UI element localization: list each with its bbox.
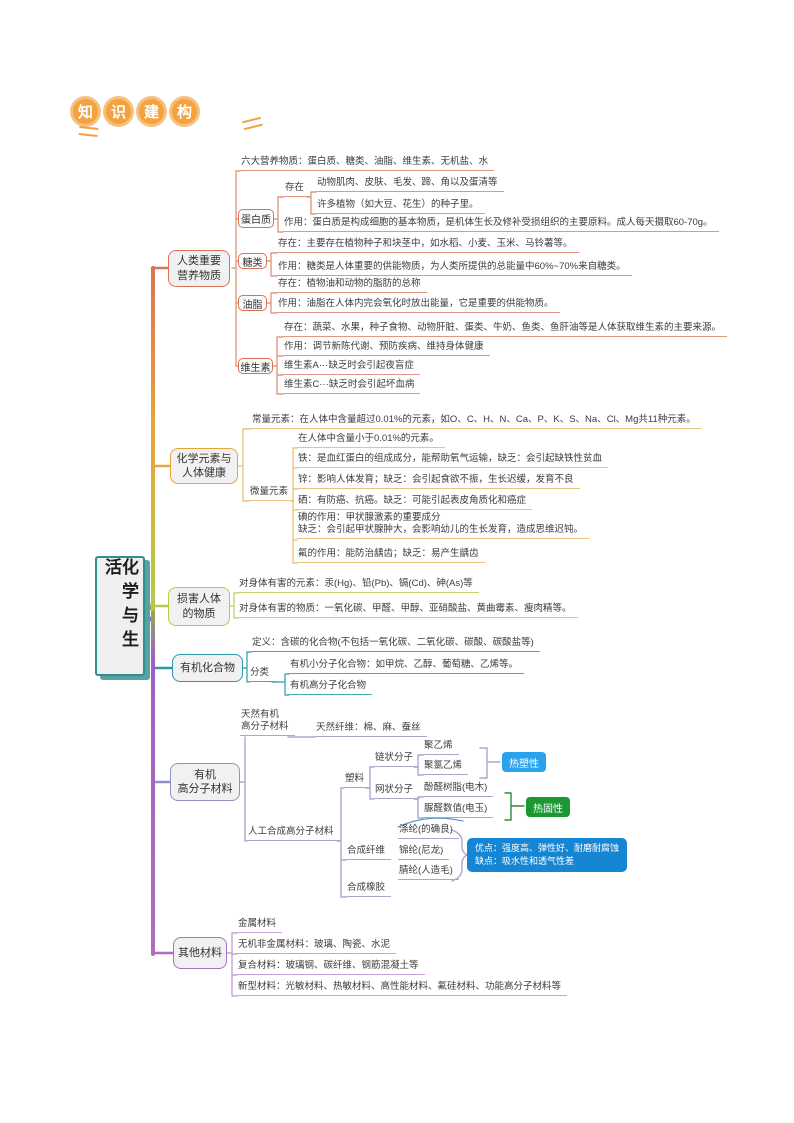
leaf-six-nutrients: 六大营养物质：蛋白质、糖类、油脂、维生素、无机盐、水 [240,156,495,171]
label-synthetic-fiber: 合成纤维 [346,845,392,860]
badge-decoration [78,126,99,137]
branch-node-elements-health: 化学元素与 人体健康 [170,448,238,484]
label-chain-molecule: 链状分子 [374,752,420,767]
branch-label-line: 的物质 [182,607,216,620]
label-natural-line2: 高分子材料 [241,721,289,732]
branch-label-line: 高分子材料 [177,783,233,795]
leaf-polyethylene: 聚乙烯 [423,740,459,755]
branch-node-harmful-substances: 损害人体 的物质 [168,587,230,626]
leaf-micro-definition: 在人体中含量小于0.01%的元素。 [297,433,445,448]
leaf-fat-exist: 存在：植物油和动物的脂肪的总称 [277,278,427,293]
branch-node-other-materials: 其他材料 [173,937,227,969]
label-synthetic-rubber: 合成橡胶 [346,882,392,897]
label-synthetic-polymer: 人工合成高分子材料 [247,826,340,841]
leaf-iodine-line1: 碘的作用：甲状腺激素的重要成分 [298,512,441,523]
leaf-organic-definition: 定义：含碳的化合物(不包括一氧化碳、二氧化碳、碳酸、碳酸盐等) [251,637,540,652]
leaf-small-molecule: 有机小分子化合物：如甲烷、乙醇、葡萄糖、乙烯等。 [289,659,525,674]
root-node-chemistry-and-life: 化学与生活 [95,556,145,676]
leaf-metal-materials: 金属材料 [237,918,283,933]
leaf-vitamin-exist: 存在：蔬菜、水果，种子食物、动物肝脏、蛋类、牛奶、鱼类、鱼肝油等是人体获取维生素… [283,322,728,337]
branch-label-line: 有机化合物 [180,661,235,674]
leaf-acrylic: 腈纶(人造毛) [398,865,459,880]
leaf-vitamin-a: 维生素A···缺乏时会引起夜盲症 [283,360,420,375]
header-badge-circle: 知 [70,96,101,127]
fiber-cons: 缺点：吸水性和透气性差 [475,856,575,867]
badge-thermoplastic: 热塑性 [502,752,546,772]
leaf-selenium: 硒：有防癌、抗癌。缺乏：可能引起表皮角质化和癌症 [297,495,533,510]
leaf-protein-exist-animal: 动物肌肉、皮肤、毛发、蹄、角以及蛋清等 [316,177,504,192]
infobox-fiber-pros-cons: 优点：强度高、弹性好、耐磨耐腐蚀 缺点：吸水性和透气性差 [467,838,628,873]
leaf-natural-fiber: 天然纤维：棉、麻、蚕丝 [315,722,427,737]
leaf-protein-role: 作用：蛋白质是构成细胞的基本物质，是机体生长及修补受损组织的主要原料。成人每天摄… [283,217,719,232]
branch-node-nutrients: 人类重要 营养物质 [168,250,230,287]
subtopic-label: 蛋白质 [241,215,271,226]
leaf-urea-resin: 脲醛数值(电玉) [423,803,494,818]
leaf-harmful-substances: 对身体有害的物质：一氧化碳、甲醛、甲醇、亚硝酸盐、黄曲霉素、瘦肉精等。 [238,603,578,618]
header-badge-circle: 构 [169,96,200,127]
leaf-iodine-line2: 缺乏：会引起甲状腺肿大，会影响幼儿的生长发育，造成思维迟钝。 [298,524,584,535]
fiber-pros: 优点：强度高、弹性好、耐磨耐腐蚀 [475,843,620,853]
leaf-sugar-exist: 存在：主要存在植物种子和块茎中，如水稻、小麦、玉米、马铃薯等。 [277,238,579,253]
branch-label-line: 营养物质 [177,269,221,282]
label-plastic: 塑料 [344,773,371,788]
branch-label-line: 化学元素与 [176,452,232,465]
label-natural-line1: 天然有机 [241,709,280,720]
branch-label-line: 有机 [194,768,216,781]
header-badge-circle: 识 [103,96,134,127]
subtopic-label: 糖类 [242,257,263,269]
leaf-sugar-role: 作用：糖类是人体重要的供能物质，为人类所提供的总能量中60%~70%来自糖类。 [277,261,632,276]
leaf-fluorine: 氟的作用：能防治龋齿；缺乏：易产生龋齿 [297,548,485,563]
branch-label-line: 损害人体 [177,593,221,606]
leaf-iodine: 碘的作用：甲状腺激素的重要成分 缺乏：会引起甲状腺肿大，会影响幼儿的生长发育，造… [297,512,590,539]
badge-char: 构 [176,104,192,121]
badge-char: 建 [143,104,159,121]
header-badge-circle: 建 [136,96,167,127]
subtopic-protein: 蛋白质 [238,209,274,228]
leaf-composite-materials: 复合材料：玻璃钢、碳纤维、钢筋混凝土等 [237,960,425,975]
branch-node-organic-compounds: 有机化合物 [172,654,243,682]
leaf-new-materials: 新型材料：光敏材料、热敏材料、高性能材料、氟硅材料、功能高分子材料等 [237,981,568,996]
leaf-phenolic-resin: 酚醛树脂(电木) [423,782,494,797]
subtopic-vitamin: 维生素 [238,358,273,374]
branch-label-line: 其他材料 [178,946,222,959]
leaf-harmful-elements: 对身体有害的元素：汞(Hg)、铅(Pb)、镉(Cd)、砷(As)等 [238,578,479,593]
label-network-molecule: 网状分子 [374,784,420,799]
subtopic-label: 维生素 [240,362,271,374]
leaf-pvc: 聚氯乙烯 [423,760,469,775]
leaf-zinc: 锌：影响人体发育；缺乏：会引起食欲不振，生长迟缓，发育不良 [297,474,580,489]
trunk-line-top [151,266,155,612]
leaf-polyester: 涤纶(的确良) [398,824,459,839]
branch-label-line: 人类重要 [177,255,221,268]
label-organic-category: 分类 [249,667,276,682]
leaf-vitamin-role: 作用：调节新陈代谢、预防疾病、维持身体健康 [283,341,490,356]
badge-thermoset: 热固性 [526,797,570,817]
leaf-iron: 铁：是血红蛋白的组成成分，能帮助氧气运输，缺乏：会引起缺铁性贫血 [297,453,609,468]
badge-char: 知 [77,104,93,121]
leaf-fat-role: 作用：油脂在人体内完会氧化时放出能量，它是重要的供能物质。 [277,298,560,313]
leaf-inorganic-materials: 无机非金属材料：玻璃、陶瓷、水泥 [237,939,397,954]
leaf-nylon: 锦纶(尼龙) [398,845,450,860]
badge-char: 识 [110,104,126,121]
subtopic-fat: 油脂 [238,295,267,311]
trunk-line-bottom [151,610,155,956]
leaf-macro-molecule: 有机高分子化合物 [289,680,373,695]
branch-node-organic-polymer-materials: 有机 高分子材料 [170,763,240,801]
label-micro-elements: 微量元素 [249,486,295,501]
leaf-vitamin-c: 维生素C···缺乏时会引起坏血病 [283,379,421,394]
leaf-macro-elements: 常量元素：在人体中含量超过0.01%的元素，如O、C、H、N、Ca、P、K、S、… [251,414,702,429]
root-title: 化学与生活 [102,558,138,654]
subtopic-sugar: 糖类 [238,253,267,269]
leaf-protein-exist-plant: 许多植物（如大豆、花生）的种子里。 [316,199,485,214]
branch-label-line: 人体健康 [182,467,226,479]
label-natural-polymer: 天然有机 高分子材料 [240,709,295,736]
subtopic-label: 油脂 [242,299,263,311]
label-protein-exist: 存在 [284,182,311,197]
